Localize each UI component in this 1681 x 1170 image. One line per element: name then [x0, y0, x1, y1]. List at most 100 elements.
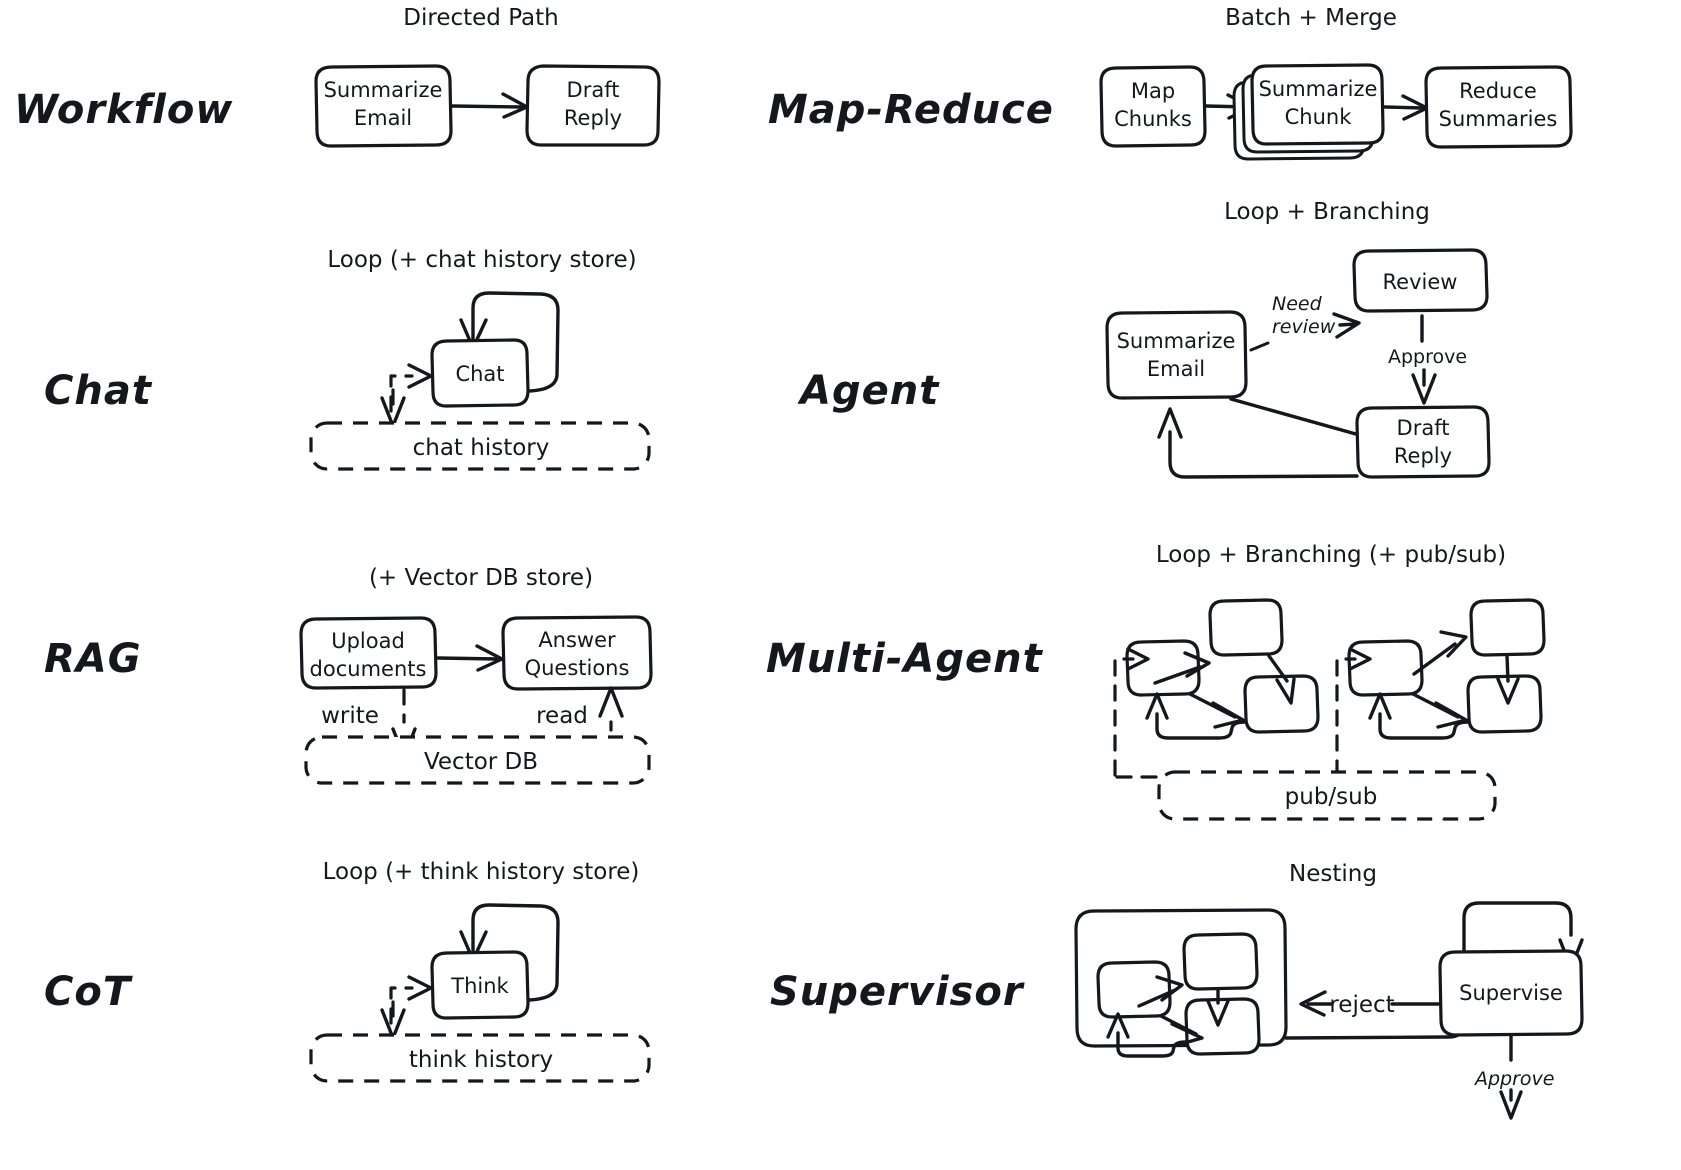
- node-sup-top[interactable]: [1182, 932, 1259, 991]
- node-label-line1: Map: [1131, 79, 1175, 103]
- store-label: pub/sub: [1285, 784, 1378, 810]
- section-title-nesting: Nesting: [1289, 861, 1377, 887]
- edge-ma-pubsub-in: [1113, 647, 1150, 777]
- node-label-line1: Answer: [538, 628, 616, 652]
- node-think[interactable]: Think: [430, 950, 530, 1020]
- edge-ma-right-back-to-left: [1145, 692, 1247, 740]
- node-answer-questions[interactable]: Answer Questions: [501, 615, 653, 691]
- edge-think-history-write: [380, 1000, 406, 1040]
- edge-summarize-to-reduce: [1383, 94, 1429, 121]
- node-mb-top[interactable]: [1469, 598, 1546, 657]
- node-agent-draft-reply[interactable]: Draft Reply: [1355, 405, 1491, 479]
- section-title-batch-merge: Batch + Merge: [1225, 5, 1397, 31]
- store-label: chat history: [413, 435, 550, 461]
- store-label: Vector DB: [424, 749, 538, 775]
- supervisor-nested-cluster[interactable]: [1074, 908, 1288, 1058]
- edge-label-review: review: [1272, 316, 1336, 338]
- row-label-map-reduce: Map-Reduce: [768, 87, 1054, 133]
- section-title-vector-db: (+ Vector DB store): [369, 565, 593, 591]
- node-sup-left[interactable]: [1096, 960, 1172, 1019]
- node-agent-summarize-email[interactable]: Summarize Email: [1105, 310, 1248, 400]
- node-label-line2: Email: [1147, 357, 1205, 381]
- edge-label-approve2: Approve: [1473, 1068, 1555, 1090]
- node-label-line2: Email: [354, 106, 412, 130]
- node-ma-top[interactable]: [1208, 598, 1284, 657]
- node-label: Think: [450, 974, 509, 998]
- edge-ma-left-to-top: [1153, 651, 1211, 685]
- node-supervise[interactable]: Supervise: [1438, 949, 1584, 1037]
- edge-sup-top-to-bottom: [1206, 988, 1230, 1027]
- node-label-line1: Reduce: [1459, 79, 1537, 103]
- edge-mb-left-to-top: [1412, 630, 1468, 676]
- node-label: Review: [1383, 270, 1458, 294]
- node-map-chunks[interactable]: Map Chunks: [1099, 65, 1207, 148]
- node-label-line2: Chunk: [1285, 105, 1353, 129]
- edge-sup-left-to-top: [1137, 975, 1184, 1008]
- node-label-line2: Reply: [1394, 444, 1452, 468]
- node-summarize-chunk-stack[interactable]: Summarize Chunk: [1232, 63, 1385, 161]
- store-pubsub[interactable]: pub/sub: [1157, 770, 1497, 821]
- row-label-rag: RAG: [44, 636, 142, 682]
- row-label-agent: Agent: [797, 368, 940, 414]
- edge-draft-back-to-summarize: [1157, 407, 1359, 479]
- section-title-loop-branching: Loop + Branching: [1224, 199, 1430, 225]
- edge-label-read: read: [536, 703, 588, 729]
- node-label-line2: Summaries: [1439, 107, 1558, 131]
- node-label-line1: Summarize: [1117, 329, 1236, 353]
- node-mb-right[interactable]: [1466, 674, 1543, 734]
- node-ma-left[interactable]: [1125, 639, 1201, 697]
- edge-think-history-read: [389, 975, 433, 1050]
- node-label: Supervise: [1459, 981, 1563, 1005]
- node-label-line2: documents: [310, 657, 427, 681]
- edge-label-reject: reject: [1329, 992, 1394, 1018]
- node-chat[interactable]: Chat: [430, 338, 530, 408]
- edge-mb-top-to-right: [1496, 654, 1520, 705]
- node-upload-documents[interactable]: Upload documents: [299, 616, 438, 690]
- node-mb-left[interactable]: [1347, 639, 1424, 697]
- node-label-line2: Questions: [525, 656, 630, 680]
- node-sup-bottom[interactable]: [1184, 997, 1261, 1056]
- edge-label-need: Need: [1272, 293, 1323, 315]
- edge-ma-top-to-right: [1267, 654, 1296, 705]
- edge-summarize-to-review: [1249, 312, 1361, 352]
- section-title-loop-think: Loop (+ think history store): [323, 859, 640, 885]
- edge-chat-history-write: [380, 388, 406, 428]
- node-label: Chat: [455, 362, 504, 386]
- edge-summarize-to-draft: [450, 92, 529, 119]
- node-reduce-summaries[interactable]: Reduce Summaries: [1424, 65, 1573, 149]
- node-summarize-email[interactable]: Summarize Email: [314, 64, 453, 148]
- section-title-directed-path: Directed Path: [403, 5, 558, 31]
- section-title-loop-branch-pubsub: Loop + Branching (+ pub/sub): [1156, 542, 1506, 568]
- node-label-line1: Draft: [1397, 416, 1450, 440]
- node-agent-review[interactable]: Review: [1352, 248, 1489, 313]
- edge-label-approve: Approve: [1388, 346, 1467, 368]
- store-vector-db[interactable]: Vector DB: [304, 735, 651, 785]
- section-title-loop-chat: Loop (+ chat history store): [327, 247, 636, 273]
- store-chat-history[interactable]: chat history: [309, 421, 651, 471]
- node-ma-right[interactable]: [1243, 674, 1320, 734]
- edge-review-to-draft: [1411, 314, 1437, 405]
- edge-supervise-approve: [1499, 1034, 1523, 1120]
- node-label-line1: Summarize: [324, 78, 443, 102]
- edge-supervise-reject: [1299, 990, 1442, 1017]
- edge-mb-right-back-to-left: [1368, 692, 1470, 740]
- row-label-multi-agent: Multi-Agent: [766, 636, 1044, 682]
- row-label-supervisor: Supervisor: [770, 969, 1025, 1015]
- edge-sup-bottom-back-to-left: [1106, 1012, 1188, 1058]
- edge-mb-pubsub-in: [1335, 647, 1372, 777]
- node-draft-reply[interactable]: Draft Reply: [525, 64, 661, 147]
- store-label: think history: [409, 1047, 553, 1073]
- store-think-history[interactable]: think history: [309, 1033, 651, 1083]
- node-label-line1: Draft: [567, 78, 620, 102]
- edge-chat-history-read: [389, 363, 433, 438]
- node-label-line1: Upload: [331, 629, 405, 653]
- multi-agent-cluster-a: [1113, 598, 1320, 820]
- edge-mb-left-to-right: [1411, 692, 1468, 729]
- node-label-line1: Summarize: [1259, 77, 1378, 101]
- row-label-cot: CoT: [44, 969, 133, 1015]
- node-label-line2: Chunks: [1114, 107, 1192, 131]
- edge-label-write: write: [321, 703, 379, 729]
- edge-upload-to-answer: [436, 644, 504, 672]
